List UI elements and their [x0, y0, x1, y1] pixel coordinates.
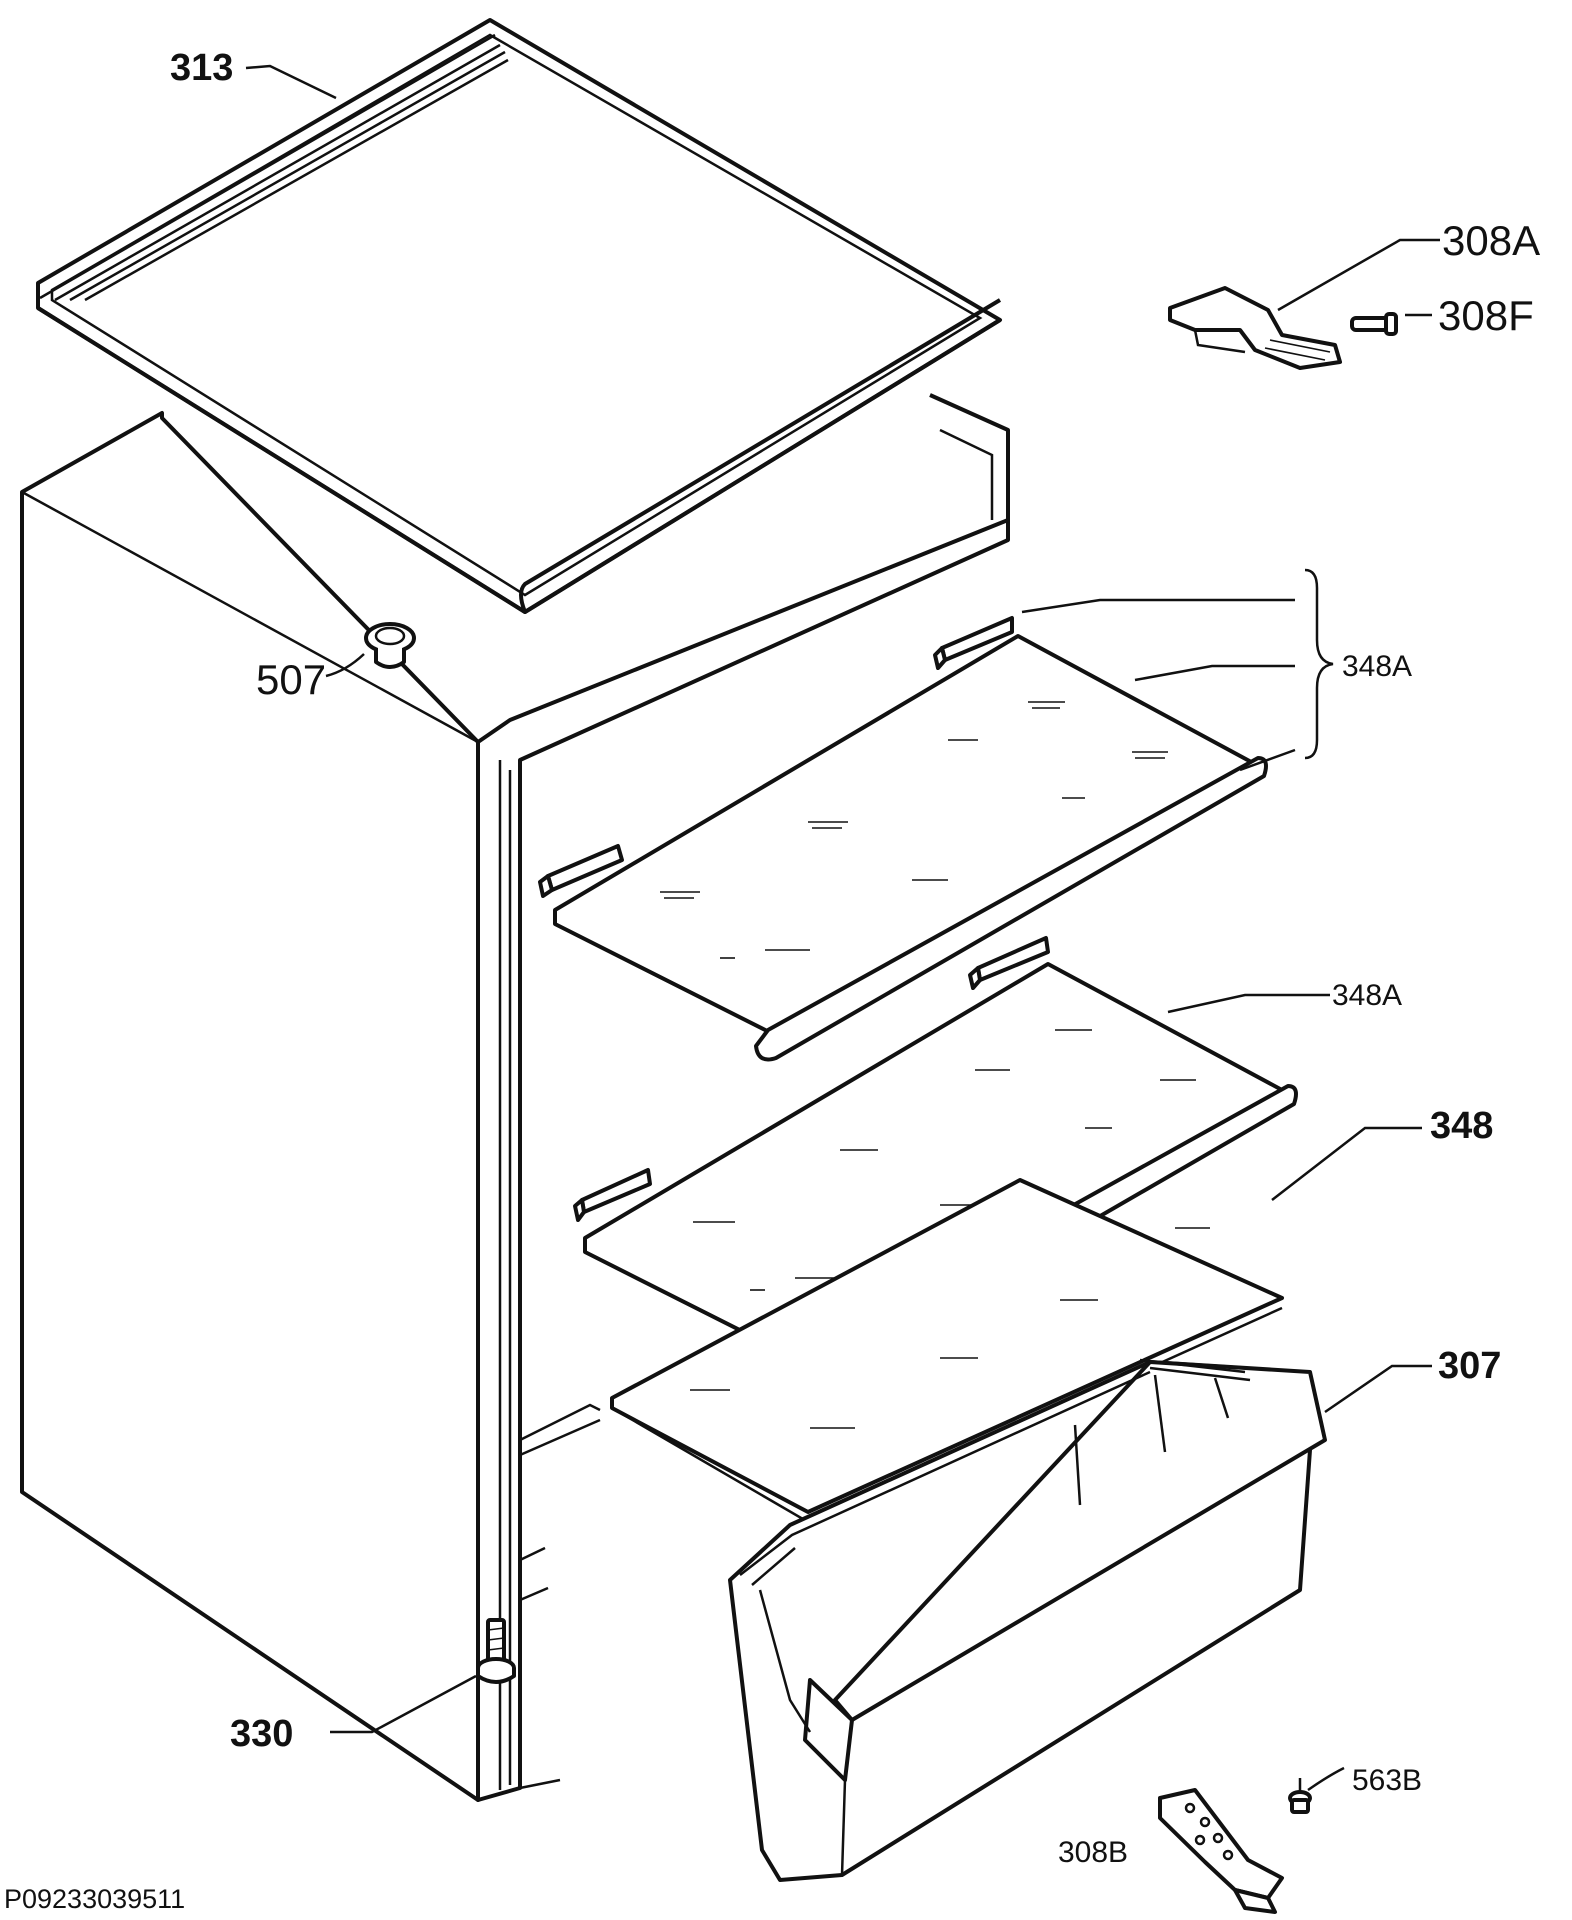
- hinge-bottom-part: [1158, 1788, 1284, 1914]
- label-308B: 308B: [1058, 1836, 1128, 1869]
- top-cover: [36, 18, 1002, 614]
- label-563B: 563B: [1352, 1764, 1422, 1797]
- label-348: 348: [1430, 1105, 1493, 1147]
- label-348A-group: 348A: [1342, 650, 1412, 683]
- upper-shelf: [553, 634, 1268, 1062]
- label-313: 313: [170, 47, 233, 89]
- bushing-part: [1288, 1778, 1312, 1814]
- crisper-drawer: [728, 1358, 1327, 1882]
- label-308F: 308F: [1438, 292, 1534, 339]
- label-507: 507: [256, 656, 326, 703]
- leader-lines: [245, 64, 1440, 1792]
- hinge-top-part: [1168, 286, 1342, 370]
- label-307: 307: [1438, 1345, 1501, 1387]
- cabinet-body: [20, 393, 1010, 1802]
- callout-labels: 313 308A 308F 507 348A 348A 348 307 330 …: [4, 47, 1540, 1914]
- label-330: 330: [230, 1713, 293, 1755]
- label-348A-middle: 348A: [1332, 979, 1402, 1012]
- hinge-pin-part: [1350, 312, 1398, 336]
- plug-part: [364, 622, 416, 669]
- label-308A: 308A: [1442, 217, 1540, 264]
- drawing-code: P09233039511: [4, 1884, 185, 1914]
- adjustable-foot: [476, 1618, 516, 1684]
- shelf-clips: [538, 616, 1050, 1222]
